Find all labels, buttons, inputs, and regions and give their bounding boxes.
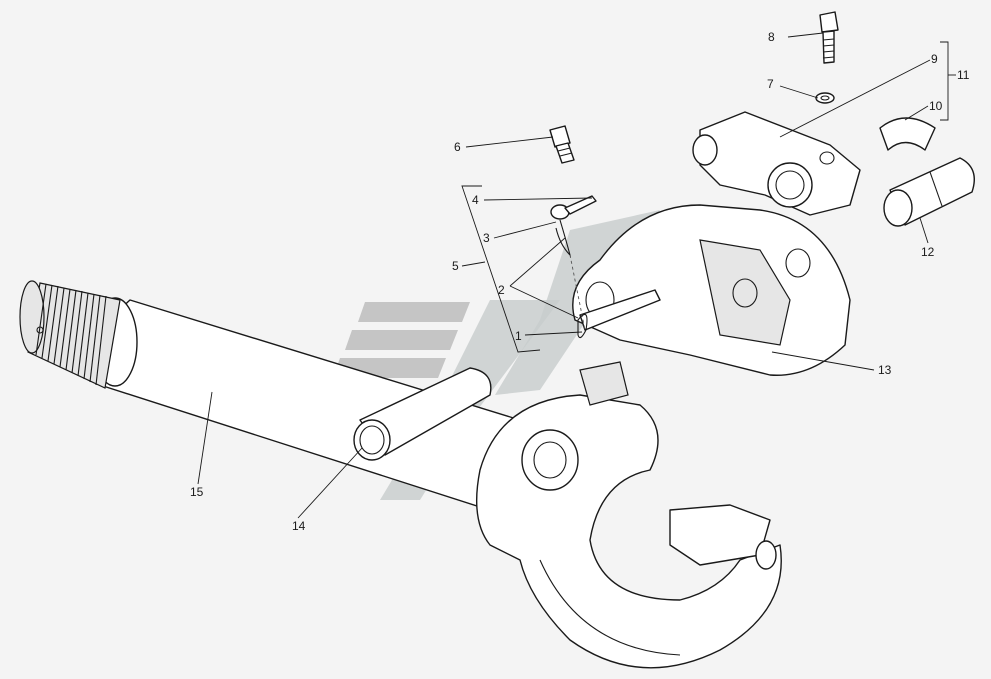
leader-lines xyxy=(197,32,956,519)
retaining-pin xyxy=(550,195,597,331)
callout-12: 12 xyxy=(921,245,935,259)
hook-pin xyxy=(353,367,492,461)
bolt-top xyxy=(819,11,839,64)
half-bushing xyxy=(879,117,936,151)
callout-4: 4 xyxy=(472,193,479,207)
callout-15: 15 xyxy=(190,485,204,499)
bolt-side xyxy=(549,125,575,164)
callout-7: 7 xyxy=(767,77,774,91)
cotter-pin xyxy=(577,313,588,339)
sleeve xyxy=(883,157,975,227)
callout-3: 3 xyxy=(483,231,490,245)
callout-6: 6 xyxy=(454,140,461,154)
callout-9: 9 xyxy=(931,52,938,66)
washer xyxy=(815,92,835,104)
callout-labels: 1 2 3 4 5 6 7 8 9 10 11 12 13 14 15 xyxy=(190,30,970,533)
callout-13: 13 xyxy=(878,363,892,377)
callout-8: 8 xyxy=(768,30,775,44)
coupling-housing xyxy=(572,204,851,376)
callout-10: 10 xyxy=(929,99,943,113)
upper-link xyxy=(692,111,861,216)
callout-14: 14 xyxy=(292,519,306,533)
callout-1: 1 xyxy=(515,329,522,343)
callout-2: 2 xyxy=(498,283,505,297)
callout-5: 5 xyxy=(452,259,459,273)
callout-11: 11 xyxy=(957,68,970,82)
drawbar-shaft xyxy=(19,280,521,516)
towing-hook xyxy=(475,361,782,669)
